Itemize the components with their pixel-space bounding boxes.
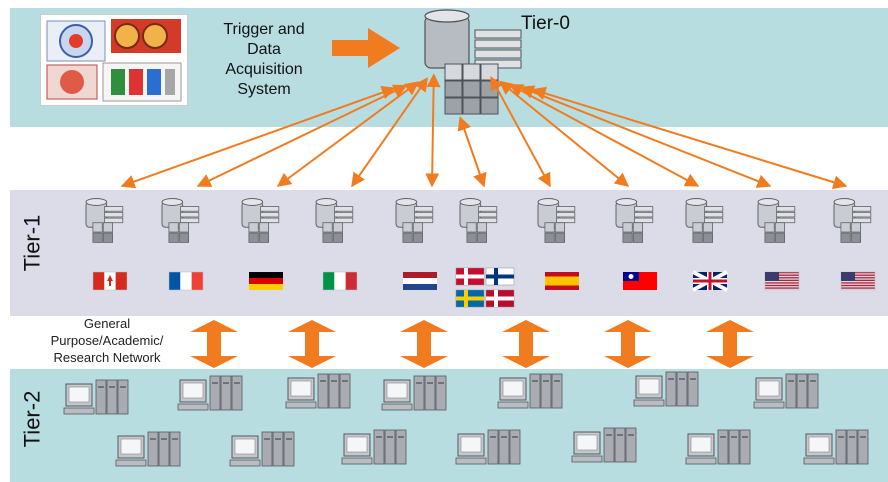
tier1-site [161, 198, 204, 291]
tier0-tier1-link [120, 85, 396, 189]
tier1-site [241, 198, 283, 290]
netherlands-flag [403, 272, 437, 290]
germany-flag [249, 272, 283, 290]
tier0-tier1-link [351, 77, 429, 188]
tier0-server-cluster [424, 9, 522, 115]
canada-flag [92, 271, 128, 291]
tier2-workstation [229, 431, 295, 467]
nordic-flags [455, 267, 515, 308]
tier2-workstation [381, 375, 447, 411]
tier2-workstation [753, 373, 819, 409]
tier1-site [537, 198, 579, 290]
tier1-site [615, 198, 657, 290]
daq-label-line: Trigger and [223, 21, 305, 38]
tier0-tier1-link [519, 85, 772, 188]
network-double-arrow [604, 320, 652, 368]
france-flag [168, 271, 204, 291]
tier0-tier1-link [531, 86, 848, 189]
tier1-site [85, 198, 128, 291]
tier2-workstation [803, 429, 869, 465]
network-double-arrow [706, 320, 754, 368]
spain-flag [545, 272, 579, 290]
tier2-workstation [497, 373, 563, 409]
tier0-label: Tier-0 [521, 13, 570, 34]
tier2-workstation [633, 371, 699, 407]
italy-flag [322, 271, 358, 291]
detector-image [40, 14, 188, 106]
tier1-site [833, 198, 876, 291]
network-label: General Purpose/Academic/ Research Netwo… [22, 315, 192, 366]
tier2-workstation [571, 427, 637, 463]
network-double-arrow [502, 320, 550, 368]
tier2-workstation [455, 429, 521, 465]
network-double-arrow [190, 320, 238, 368]
network-label-line: Research Network [53, 350, 161, 365]
network-double-arrow [400, 320, 448, 368]
tier0-tier1-link [499, 80, 630, 187]
tier1-site [685, 198, 728, 292]
tier2-workstation [63, 379, 129, 415]
tier0-tier1-link [425, 73, 441, 188]
network-label-line: Purpose/Academic/ [50, 333, 164, 348]
tier2-workstation [341, 429, 407, 465]
tier1-site [757, 198, 800, 291]
daq-label-line: Data [247, 41, 281, 58]
tier2-workstation [177, 375, 243, 411]
daq-label-line: Acquisition [225, 61, 303, 78]
tier1-site [315, 198, 358, 291]
tier1-site [455, 198, 515, 308]
taiwan-flag [623, 272, 657, 290]
daq-to-tier0-arrow [332, 28, 400, 68]
usa-flag [840, 271, 876, 291]
network-double-arrow [288, 320, 336, 368]
tier2-workstation [285, 373, 351, 409]
tier1-band [10, 190, 888, 316]
tier0-tier1-link [457, 116, 487, 188]
usa-flag [764, 271, 800, 291]
tier1-site [395, 198, 437, 290]
uk-flag [692, 270, 728, 292]
tier2-workstation [685, 429, 751, 465]
tier2-workstation [115, 431, 181, 467]
network-label-line: General [83, 316, 131, 331]
